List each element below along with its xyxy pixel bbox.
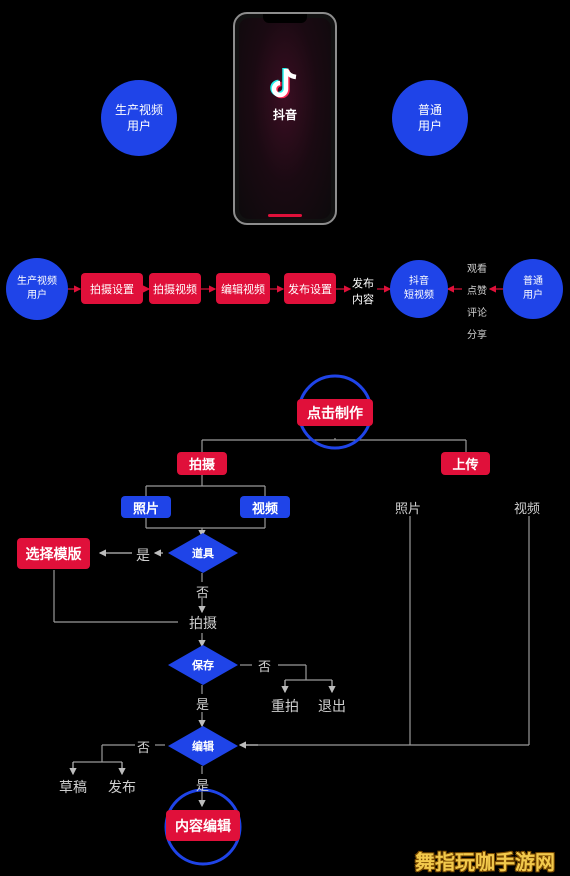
platform-label-1: 抖音: [409, 276, 429, 287]
action-like: 点赞: [467, 286, 487, 297]
flow-consumer-label-2: 用户: [523, 290, 543, 301]
video-node: 视频: [240, 496, 290, 518]
douyin-logo-icon: [269, 66, 303, 102]
publish-content-label: 发布 内容: [352, 276, 374, 308]
no-label-2: 否: [258, 660, 272, 675]
producer-user-label-1: 生产视频: [114, 103, 163, 117]
props-label: 道具: [192, 547, 214, 560]
upload-video-label: 视频: [514, 502, 541, 517]
step-edit-video: 编辑视频: [216, 273, 270, 304]
step-publish-settings: 发布设置: [284, 273, 336, 304]
props-diamond: [168, 533, 238, 573]
step-shoot-settings: 拍摄设置: [81, 273, 143, 304]
flow-producer-circle: 生产视频 用户: [6, 258, 68, 320]
yes-label-2: 是: [196, 698, 210, 713]
phone-home-bar: [268, 214, 302, 217]
publish-label: 发布: [108, 780, 136, 796]
action-share: 分享: [467, 330, 487, 341]
quit-label: 退出: [318, 699, 346, 715]
platform-circle: 抖音 短视频: [390, 260, 448, 318]
content-edit-node: 内容编辑: [166, 810, 240, 841]
start-node: 点击制作: [297, 399, 373, 426]
yes-label-3: 是: [196, 779, 210, 794]
flow-consumer-circle: 普通 用户: [503, 259, 563, 319]
producer-user-label-2: 用户: [126, 119, 151, 133]
flow-consumer-label-1: 普通: [523, 276, 543, 287]
step-shoot-video: 拍摄视频: [149, 273, 201, 304]
phone-screen: [239, 18, 331, 219]
normal-user-label-2: 用户: [417, 119, 442, 133]
no-label-3: 否: [137, 741, 151, 756]
reshoot-label: 重拍: [271, 699, 299, 715]
upload-node: 上传: [441, 452, 490, 475]
yes-label-1: 是: [136, 548, 150, 564]
no-label-1: 否: [196, 586, 210, 601]
photo-node: 照片: [121, 496, 171, 518]
phone-mockup: 抖音: [233, 12, 337, 225]
draft-label: 草稿: [59, 780, 87, 796]
watermark: 舞指玩咖手游网: [415, 850, 555, 874]
publish-content-label-1: 发布: [352, 277, 374, 290]
save-diamond: [168, 645, 238, 685]
edit-label: 编辑: [192, 740, 214, 753]
flow-producer-label-2: 用户: [27, 290, 47, 301]
app-name: 抖音: [272, 108, 297, 122]
platform-label-2: 短视频: [404, 290, 434, 301]
phone-notch: [263, 14, 307, 23]
edit-diamond: [168, 726, 238, 766]
flow-producer-label-1: 生产视频: [17, 276, 57, 287]
producer-user-circle: 生产视频 用户: [101, 80, 177, 156]
normal-user-label-1: 普通: [417, 103, 442, 117]
upload-photo-label: 照片: [395, 502, 422, 517]
shoot-step-label: 拍摄: [189, 616, 217, 632]
publish-content-label-2: 内容: [352, 293, 374, 306]
shoot-node: 拍摄: [177, 452, 227, 475]
normal-user-circle: 普通 用户: [392, 80, 468, 156]
template-node: 选择模版: [17, 538, 90, 569]
action-watch: 观看: [467, 264, 487, 275]
save-label: 保存: [192, 659, 214, 672]
action-comment: 评论: [467, 308, 487, 319]
